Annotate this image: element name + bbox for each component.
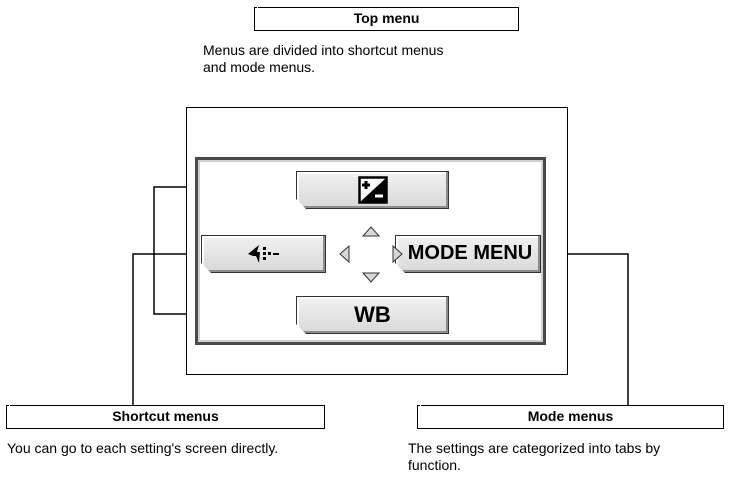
shortcut-menus-label: Shortcut menus [6,404,325,429]
top-menu-button[interactable] [296,171,449,209]
exposure-compensation-icon [358,176,388,204]
left-menu-button[interactable] [201,235,326,273]
mode-menus-description: The settings are categorized into tabs b… [408,440,661,473]
mode-menus-label-text: Mode menus [527,408,614,424]
shortcut-menus-description: You can go to each setting's screen dire… [7,440,279,456]
wb-menu-button[interactable]: WB [296,296,449,334]
top-menu-label: Top menu [254,6,519,31]
top-menu-label-text: Top menu [353,10,420,26]
left-arrow-icon [339,245,350,263]
mode-menu-button[interactable]: MODE MENU [395,235,541,273]
mode-menus-label: Mode menus [417,404,724,429]
up-arrow-icon [362,226,380,237]
shortcut-menus-label-text: Shortcut menus [112,408,219,424]
top-menu-description: Menus are divided into shortcut menus an… [203,42,444,75]
right-arrow-icon [392,245,403,263]
flash-mode-icon [246,243,282,265]
wb-button-label: WB [354,302,391,327]
mode-menu-button-label: MODE MENU [407,242,533,264]
down-arrow-icon [362,272,380,283]
